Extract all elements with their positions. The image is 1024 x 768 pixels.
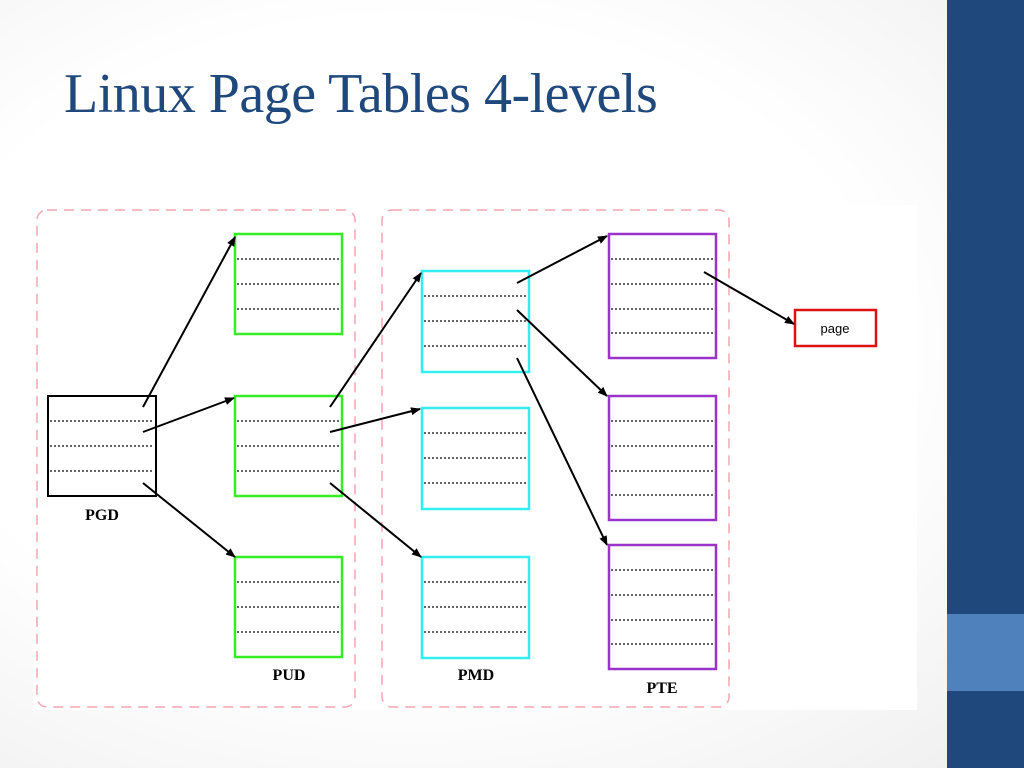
- pud-table: [233, 394, 344, 498]
- arrow: [329, 407, 421, 433]
- pte-table: [607, 543, 718, 671]
- arrow: [142, 236, 236, 408]
- arrow: [142, 482, 236, 558]
- slide-title: Linux Page Tables 4-levels: [64, 63, 658, 125]
- pgd-label: PGD: [85, 507, 119, 524]
- arrow: [516, 235, 608, 284]
- arrow: [329, 482, 422, 558]
- pte-label: PTE: [646, 680, 677, 697]
- pte-table: [607, 394, 718, 522]
- arrow: [516, 309, 608, 397]
- page-box: page: [793, 308, 878, 348]
- pmd-table: [420, 406, 531, 511]
- pmd-table: [420, 555, 531, 660]
- group-left: [36, 209, 356, 708]
- arrow: [703, 271, 795, 325]
- pmd-label: PMD: [458, 667, 494, 684]
- arrow: [516, 357, 608, 546]
- pmd-table: [420, 269, 531, 374]
- pointer-arrows: [142, 235, 795, 558]
- side-band: [947, 0, 1024, 768]
- page-label: page: [821, 321, 850, 336]
- pgd-table: [47, 395, 157, 497]
- pud-table: [233, 555, 344, 659]
- side-band-accent: [947, 614, 1024, 691]
- pte-table: [607, 232, 718, 360]
- pud-label: PUD: [273, 667, 306, 684]
- side-band-graphic: [947, 0, 1024, 768]
- arrow: [142, 397, 235, 433]
- pud-table: [233, 232, 344, 336]
- arrow: [329, 272, 422, 408]
- group-right: [381, 209, 730, 708]
